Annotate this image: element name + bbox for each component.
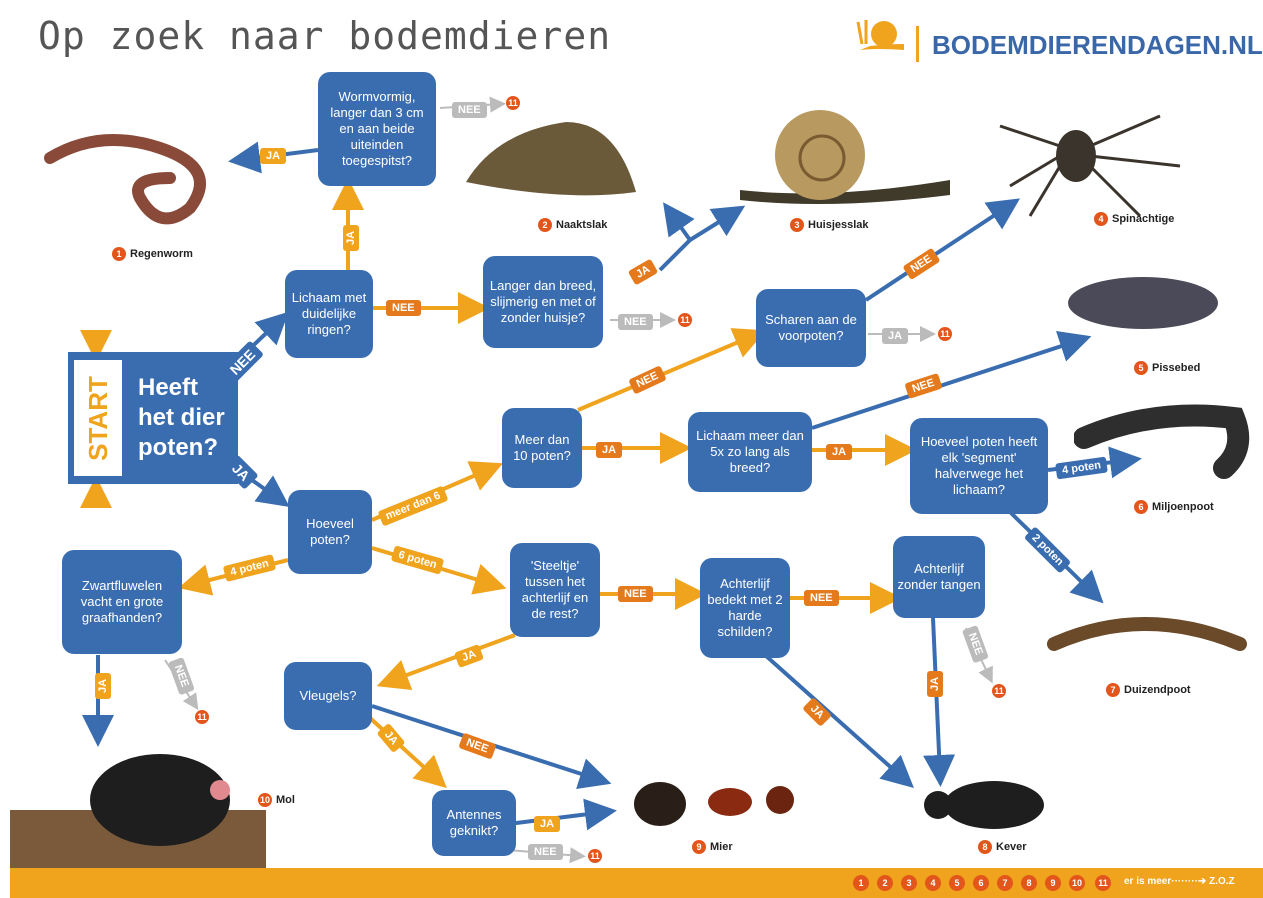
footer-number[interactable]: 6: [973, 875, 989, 891]
goto-11-badge[interactable]: 11: [195, 710, 209, 724]
earthworm-icon: [44, 134, 206, 225]
label-ja: JA: [95, 672, 112, 700]
question-ringen[interactable]: Lichaam met duidelijke ringen?: [285, 270, 373, 358]
footer-number[interactable]: 3: [901, 875, 917, 891]
animal-number: 6: [1134, 500, 1148, 514]
mole-icon: [10, 754, 266, 868]
animal-name: Huisjesslak: [808, 219, 869, 231]
animal-name: Kever: [996, 841, 1027, 853]
brand-divider: [916, 26, 919, 62]
footer-number[interactable]: 7: [997, 875, 1013, 891]
animal-number: 8: [978, 840, 992, 854]
animal-name: Regenworm: [130, 248, 193, 260]
animal-name: Duizendpoot: [1124, 684, 1191, 696]
snail-shell-icon: [740, 110, 950, 204]
footer-number[interactable]: 2: [877, 875, 893, 891]
goto-11-badge[interactable]: 11: [506, 96, 520, 110]
brand-name[interactable]: BODEMDIERENDAGEN.NL: [932, 30, 1263, 60]
animal-number: 4: [1094, 212, 1108, 226]
label-ja: JA: [927, 670, 944, 698]
animal-number: 10: [258, 793, 272, 807]
animal-name: Mol: [276, 794, 295, 806]
animal-number: 1: [112, 247, 126, 261]
label-nee: NEE: [452, 102, 487, 118]
question-wormvormig[interactable]: Wormvormig, langer dan 3 cm en aan beide…: [318, 72, 436, 186]
label-ja: JA: [343, 224, 360, 252]
question-steeltje[interactable]: 'Steeltje' tussen het achterlijf en de r…: [510, 543, 600, 637]
label-nee: NEE: [804, 590, 839, 606]
ant-icon: [634, 782, 794, 826]
question-schilden[interactable]: Achterlijf bedekt met 2 harde schilden?: [700, 558, 790, 658]
question-lichaam5x[interactable]: Lichaam meer dan 5x zo lang als breed?: [688, 412, 812, 492]
label-nee: NEE: [618, 586, 653, 602]
millipede-icon: [1074, 404, 1250, 479]
woodlouse-icon: [1068, 277, 1218, 329]
animal-name: Miljoenpoot: [1152, 501, 1214, 513]
goto-11-badge[interactable]: 11: [938, 327, 952, 341]
animal-name: Pissebed: [1152, 362, 1201, 374]
animal-name: Mier: [710, 841, 733, 853]
footer-more-link[interactable]: er is meer········➔ Z.O.Z: [1124, 876, 1235, 887]
question-tangen[interactable]: Achterlijf zonder tangen: [893, 536, 985, 618]
question-langer[interactable]: Langer dan breed, slijmerig en met of zo…: [483, 256, 603, 348]
start-box[interactable]: START Heeft het dier poten?: [68, 352, 238, 484]
footer-number[interactable]: 11: [1095, 875, 1111, 891]
label-nee: NEE: [528, 844, 563, 860]
spider-icon: [999, 114, 1181, 218]
footer-number[interactable]: 10: [1069, 875, 1085, 891]
centipede-icon: [1047, 617, 1247, 651]
snail-icon: [856, 20, 904, 50]
animal-number: 5: [1134, 361, 1148, 375]
start-question: Heeft het dier poten?: [138, 374, 225, 461]
label-ja: JA: [596, 442, 623, 458]
label-ja: JA: [826, 444, 853, 460]
question-scharen[interactable]: Scharen aan de voorpoten?: [756, 289, 866, 367]
question-vleugels[interactable]: Vleugels?: [284, 662, 372, 730]
start-label: START: [74, 360, 122, 476]
label-ja: JA: [260, 148, 287, 164]
question-segment[interactable]: Hoeveel poten heeft elk 'segment' halver…: [910, 418, 1048, 514]
footer-number[interactable]: 1: [853, 875, 869, 891]
question-hoeveel[interactable]: Hoeveel poten?: [288, 490, 372, 574]
question-antennes[interactable]: Antennes geknikt?: [432, 790, 516, 856]
footer-number[interactable]: 9: [1045, 875, 1061, 891]
animal-number: 3: [790, 218, 804, 232]
animal-number: 9: [692, 840, 706, 854]
animal-name: Spinachtige: [1112, 213, 1175, 225]
question-zwart[interactable]: Zwartfluwelen vacht en grote graafhanden…: [62, 550, 182, 654]
goto-11-badge[interactable]: 11: [992, 684, 1006, 698]
animal-number: 2: [538, 218, 552, 232]
label-nee: NEE: [618, 314, 653, 330]
label-ja: JA: [534, 816, 561, 832]
slug-icon: [466, 122, 636, 196]
beetle-icon: [924, 781, 1044, 829]
goto-11-badge[interactable]: 11: [678, 313, 692, 327]
animal-name: Naaktslak: [556, 219, 608, 231]
question-meer10[interactable]: Meer dan 10 poten?: [502, 408, 582, 488]
footer-number[interactable]: 8: [1021, 875, 1037, 891]
footer-number[interactable]: 4: [925, 875, 941, 891]
page-title: Op zoek naar bodemdieren: [38, 14, 612, 58]
label-ja: JA: [882, 328, 909, 344]
goto-11-badge[interactable]: 11: [588, 849, 602, 863]
footer-number[interactable]: 5: [949, 875, 965, 891]
animal-number: 7: [1106, 683, 1120, 697]
label-nee: NEE: [386, 300, 421, 316]
